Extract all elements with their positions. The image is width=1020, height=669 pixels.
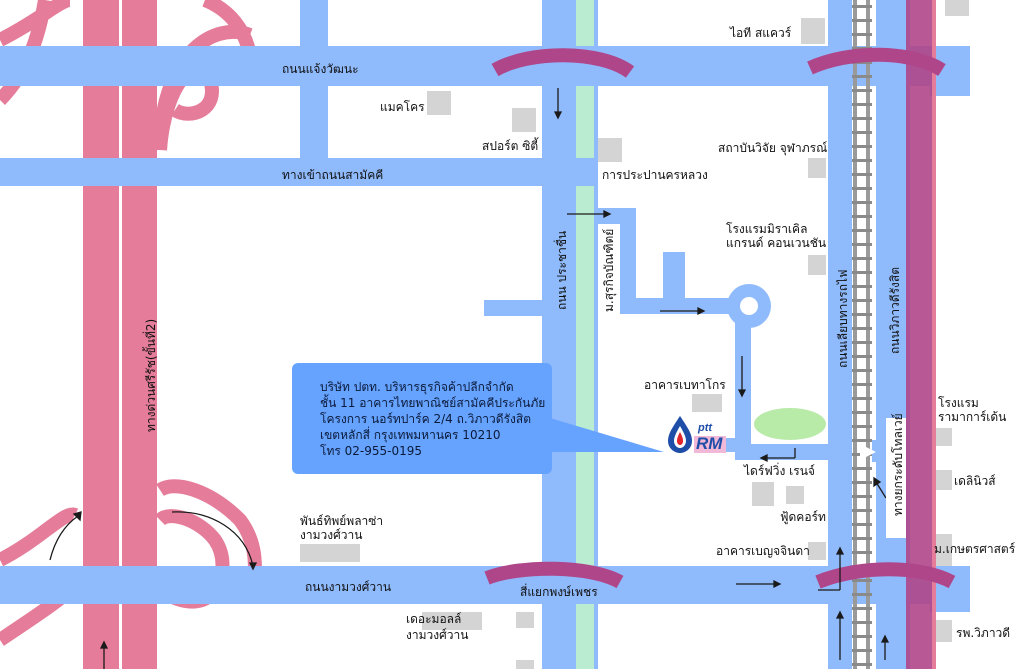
building-driving-range <box>752 482 774 506</box>
address-line-3: โครงการ นอร์ทปาร์ค 2/4 ถ.วิภาวดีรังสิต <box>320 412 531 426</box>
label-benthako: อาคารเบทาโกร <box>644 378 726 392</box>
label-makro: แมคโคร <box>380 100 425 114</box>
label-chulabhorn: สถาบันวิจัย จุฬาภรณ์ <box>718 141 828 155</box>
building-chulabhorn <box>808 158 826 178</box>
label-miracle-1: โรงแรมมิราเคิล <box>726 222 808 236</box>
address-line-1: บริษัท ปตท. บริหารธุรกิจค้าปลีกจำกัด <box>320 380 514 394</box>
label-khae-rai: สี่แยกพงษ์เพชร <box>520 585 598 599</box>
building-the-mall-c <box>516 660 534 669</box>
label-railway-road: ถนนเลียบทางรถไฟ <box>836 269 850 368</box>
road-left-vertical <box>300 0 328 180</box>
overpasses <box>484 47 956 589</box>
ptt-rm-logo: ptt RM <box>666 414 728 456</box>
building-miracle <box>808 255 826 275</box>
label-sport-city: สปอร์ต ซิตี้ <box>482 139 539 153</box>
railway-track <box>852 0 872 669</box>
building-benthako <box>692 394 722 412</box>
label-kasetsart: ม.เกษตรศาสตร์ <box>934 542 1016 556</box>
building-hospital <box>936 620 952 642</box>
label-dalinews: เดลินิวส์ <box>954 474 996 488</box>
logo-ptt-text: ptt <box>698 422 713 434</box>
road-chaeng-watthana <box>0 46 970 86</box>
company-address-box: บริษัท ปตท. บริหารธุรกิจค้าปลีกจำกัด ชั้… <box>292 363 552 474</box>
building-benchajinda <box>808 542 826 560</box>
building-phanthip <box>300 544 360 562</box>
phone-line: โทร 02-955-0195 <box>320 444 422 458</box>
label-prachachuen: ถนน ประชาชื่น <box>555 230 569 310</box>
green-area <box>754 408 826 440</box>
label-donmuang-tollway: ทางยกระดับโทลเวย์ <box>891 413 905 516</box>
label-phanthip-2: งามวงศ์วาน <box>300 528 363 542</box>
address-line-4: เขตหลักสี่ กรุงเทพมหานคร 10210 <box>320 428 501 442</box>
label-mea: การประปานครหลวง <box>602 168 708 182</box>
label-driving-range: ไดร์ฟวิ่ง เรนจ์ <box>744 464 815 478</box>
building-it-square <box>801 18 825 44</box>
label-phanthip-1: พันธ์ทิพย์พลาซ่า <box>300 514 384 528</box>
label-the-mall-1: เดอะมอลล์ <box>406 612 462 626</box>
building-rama-garden <box>936 428 952 446</box>
building-mea <box>598 138 622 162</box>
ptt-drop-icon <box>668 416 726 453</box>
donmuang-tollway <box>906 0 936 669</box>
label-the-mall-2: งามวงศ์วาน <box>406 628 469 642</box>
building-food-court <box>786 486 804 504</box>
building-sport-city <box>512 108 536 132</box>
label-tollway: ทางด่วนศรีรัช(ขั้นที่2) <box>144 318 158 432</box>
direction-arrows <box>49 88 890 669</box>
label-hospital: รพ.วิภาวดี <box>956 626 1011 640</box>
label-benchajinda: อาคารเบญจจินดา <box>716 544 810 558</box>
label-food-court: ฟู้ดคอร์ท <box>780 510 826 524</box>
address-line-2: ชั้น 11 อาคารไทยพาณิชย์สามัคคีประกันภัย <box>320 396 546 410</box>
label-ngamwongwan: ถนนงามวงศ์วาน <box>305 580 392 594</box>
label-rama-garden-2: รามาการ์เด้น <box>938 410 1007 424</box>
building-the-mall <box>422 612 482 630</box>
info-pointer <box>550 418 664 452</box>
logo-rm-text: RM <box>696 434 723 453</box>
building-kasetsart <box>936 534 952 566</box>
road-vibhavadi <box>876 0 910 669</box>
label-chaeng-watthana: ถนนแจ้งวัฒนะ <box>282 62 359 76</box>
label-rama-garden-1: โรงแรม <box>938 396 979 410</box>
building-the-mall-b <box>516 612 534 628</box>
road-samakkhi <box>0 158 598 186</box>
label-it-square: ไอที สแควร์ <box>730 26 792 40</box>
label-surakit: ม.สุรกิจบัณฑิตย์ <box>602 228 616 312</box>
label-miracle-2: แกรนด์ คอนเวนชัน <box>726 236 827 250</box>
building-dalinews <box>936 470 952 490</box>
label-vibhavadi: ถนนวิภาวดีรังสิต <box>888 266 902 354</box>
donmuang-tollway-box <box>886 418 906 538</box>
label-samakkhi: ทางเข้าถนนสามัคคี <box>282 168 384 182</box>
building-makro <box>427 91 451 115</box>
building-top-right <box>945 0 969 16</box>
